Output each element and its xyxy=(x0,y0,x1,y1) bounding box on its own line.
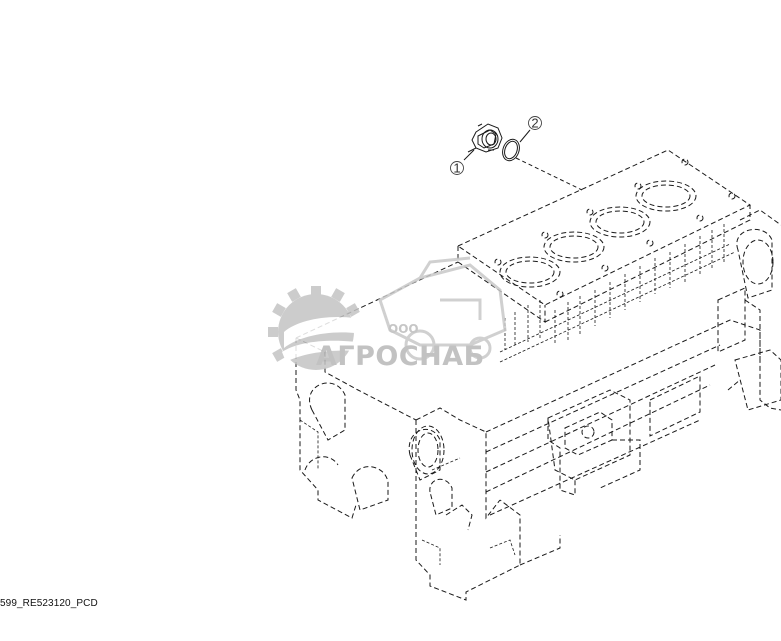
watermark: ООО АГРОСНАБ xyxy=(268,256,507,372)
leader-line xyxy=(515,157,583,191)
engine-block xyxy=(295,149,781,601)
gear-logo-icon xyxy=(268,286,372,370)
callout-1-label: 1 xyxy=(453,161,460,176)
watermark-company-form: ООО xyxy=(388,322,419,336)
callout-2-label: 2 xyxy=(531,116,538,131)
callout-1: 1 xyxy=(450,161,464,176)
callout-2: 2 xyxy=(528,116,542,131)
harvester-icon xyxy=(378,256,507,361)
drawing-code: 599_RE523120_PCD xyxy=(0,598,98,609)
watermark-company-name: АГРОСНАБ xyxy=(316,341,485,372)
part-1-plug xyxy=(463,123,503,161)
part-2-o-ring xyxy=(502,129,531,162)
